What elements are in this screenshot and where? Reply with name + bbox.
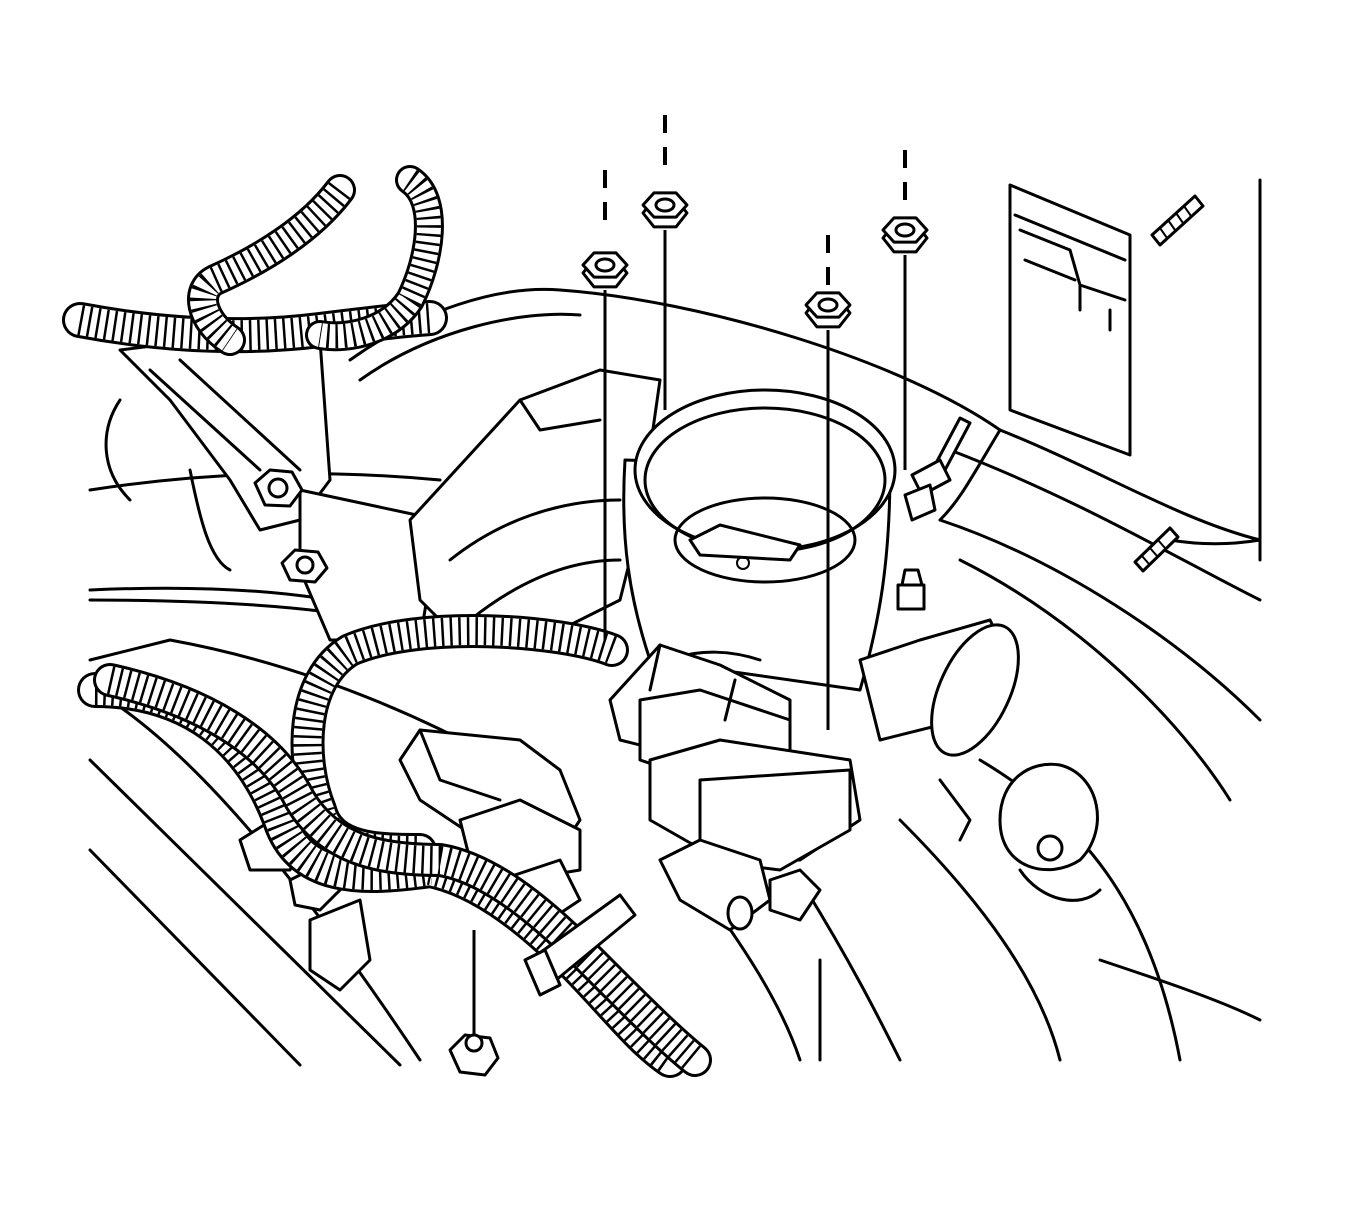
throttle-body-nut-center: [804, 235, 852, 730]
harness-upper-loop: [305, 165, 444, 352]
manifold-stud-upper: [1150, 194, 1205, 247]
throttle-body-nut-top-bore: [654, 197, 676, 213]
throttle-body-nut-left: [581, 170, 629, 640]
throttle-body: [622, 388, 1020, 842]
hex-nut-icon: [641, 191, 689, 229]
harness-lower-second: [93, 663, 712, 1077]
throttle-body-nut-center-bore: [817, 297, 839, 313]
manifold-stud-lower: [1133, 526, 1180, 573]
hex-nut-icon: [804, 291, 852, 329]
hex-nut-icon: [881, 216, 929, 254]
wiring-harness-group: [62, 165, 712, 1078]
bracket-bolt-lower: [280, 548, 329, 584]
harness-strap: [523, 893, 637, 997]
harness-upper-branch-corrugation: [190, 181, 351, 351]
bracket-stud-right: [903, 416, 972, 522]
throttle-body-nut-top: [641, 115, 689, 410]
throttle-body-nut-right-bore: [894, 222, 916, 238]
throttle-body-nut-right: [881, 150, 929, 470]
throttle-body-nut-left-bore: [594, 257, 616, 273]
lower-harness-nut: [448, 930, 500, 1077]
harness-upper-loop-corrugation: [318, 170, 441, 349]
harness-lower-second-fill: [96, 666, 709, 1074]
hex-nut-icon: [581, 251, 629, 289]
valve-cover-panel: [1008, 183, 1132, 457]
accessory-boss: [998, 762, 1102, 902]
throttle-position-sensor-connector: [648, 738, 862, 932]
throttle-body-stud-bolt: [896, 568, 926, 611]
throttle-body-nuts: [581, 115, 929, 730]
bracket-bolt-upper: [253, 468, 304, 508]
harness-upper-branch: [187, 174, 356, 356]
